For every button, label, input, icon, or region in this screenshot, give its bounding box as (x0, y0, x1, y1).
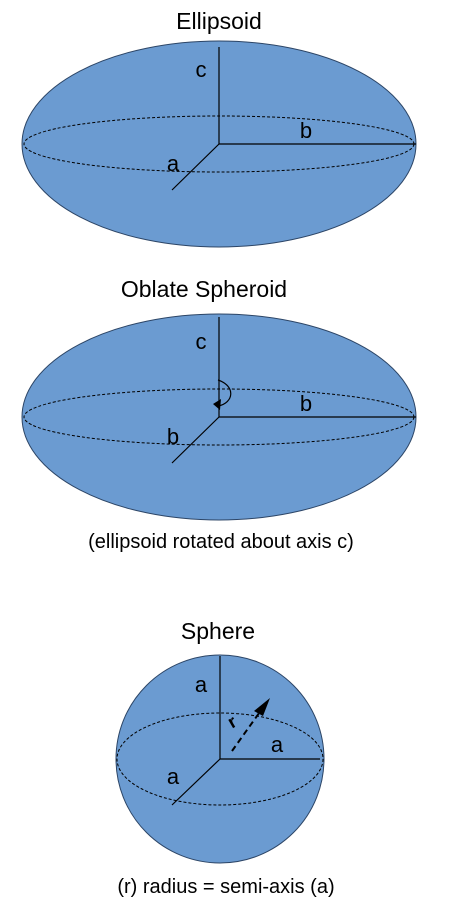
sphere-label-a-horizontal: a (271, 732, 284, 757)
rotation-arrow-icon (217, 379, 232, 407)
radius-arrowhead-icon (254, 698, 270, 716)
ellipsoid-label-a: a (167, 151, 180, 176)
rotation-arrowhead-icon (213, 399, 221, 410)
sphere-caption: (r) radius = semi-axis (a) (117, 876, 334, 898)
ellipsoid-figure: Ellipsoid c b a (21, 8, 417, 248)
ellipsoid-title: Ellipsoid (176, 8, 262, 34)
sphere-axis-a-diagonal (171, 758, 221, 806)
oblate-label-c: c (196, 329, 207, 354)
oblate-label-b-diagonal: b (167, 424, 179, 449)
ellipsoid-label-b: b (300, 118, 312, 143)
sphere-equator (116, 712, 324, 806)
oblate-caption: (ellipsoid rotated about axis c) (88, 531, 354, 553)
sphere-label-a-vertical: a (195, 672, 208, 697)
sphere-radius-line (231, 708, 263, 752)
sphere-figure: Sphere a r a a (r) radius = semi-axis (a… (115, 618, 335, 898)
ellipsoid-axis-a (171, 143, 220, 191)
oblate-title: Oblate Spheroid (121, 276, 287, 302)
oblate-axis-b-diagonal (171, 416, 220, 464)
ellipsoid-label-c: c (196, 57, 207, 82)
oblate-label-b-horizontal: b (300, 391, 312, 416)
sphere-label-a-diagonal: a (167, 764, 180, 789)
sphere-title: Sphere (181, 618, 255, 644)
oblate-spheroid-figure: Oblate Spheroid c b b (ellipsoid rotated… (21, 276, 417, 553)
